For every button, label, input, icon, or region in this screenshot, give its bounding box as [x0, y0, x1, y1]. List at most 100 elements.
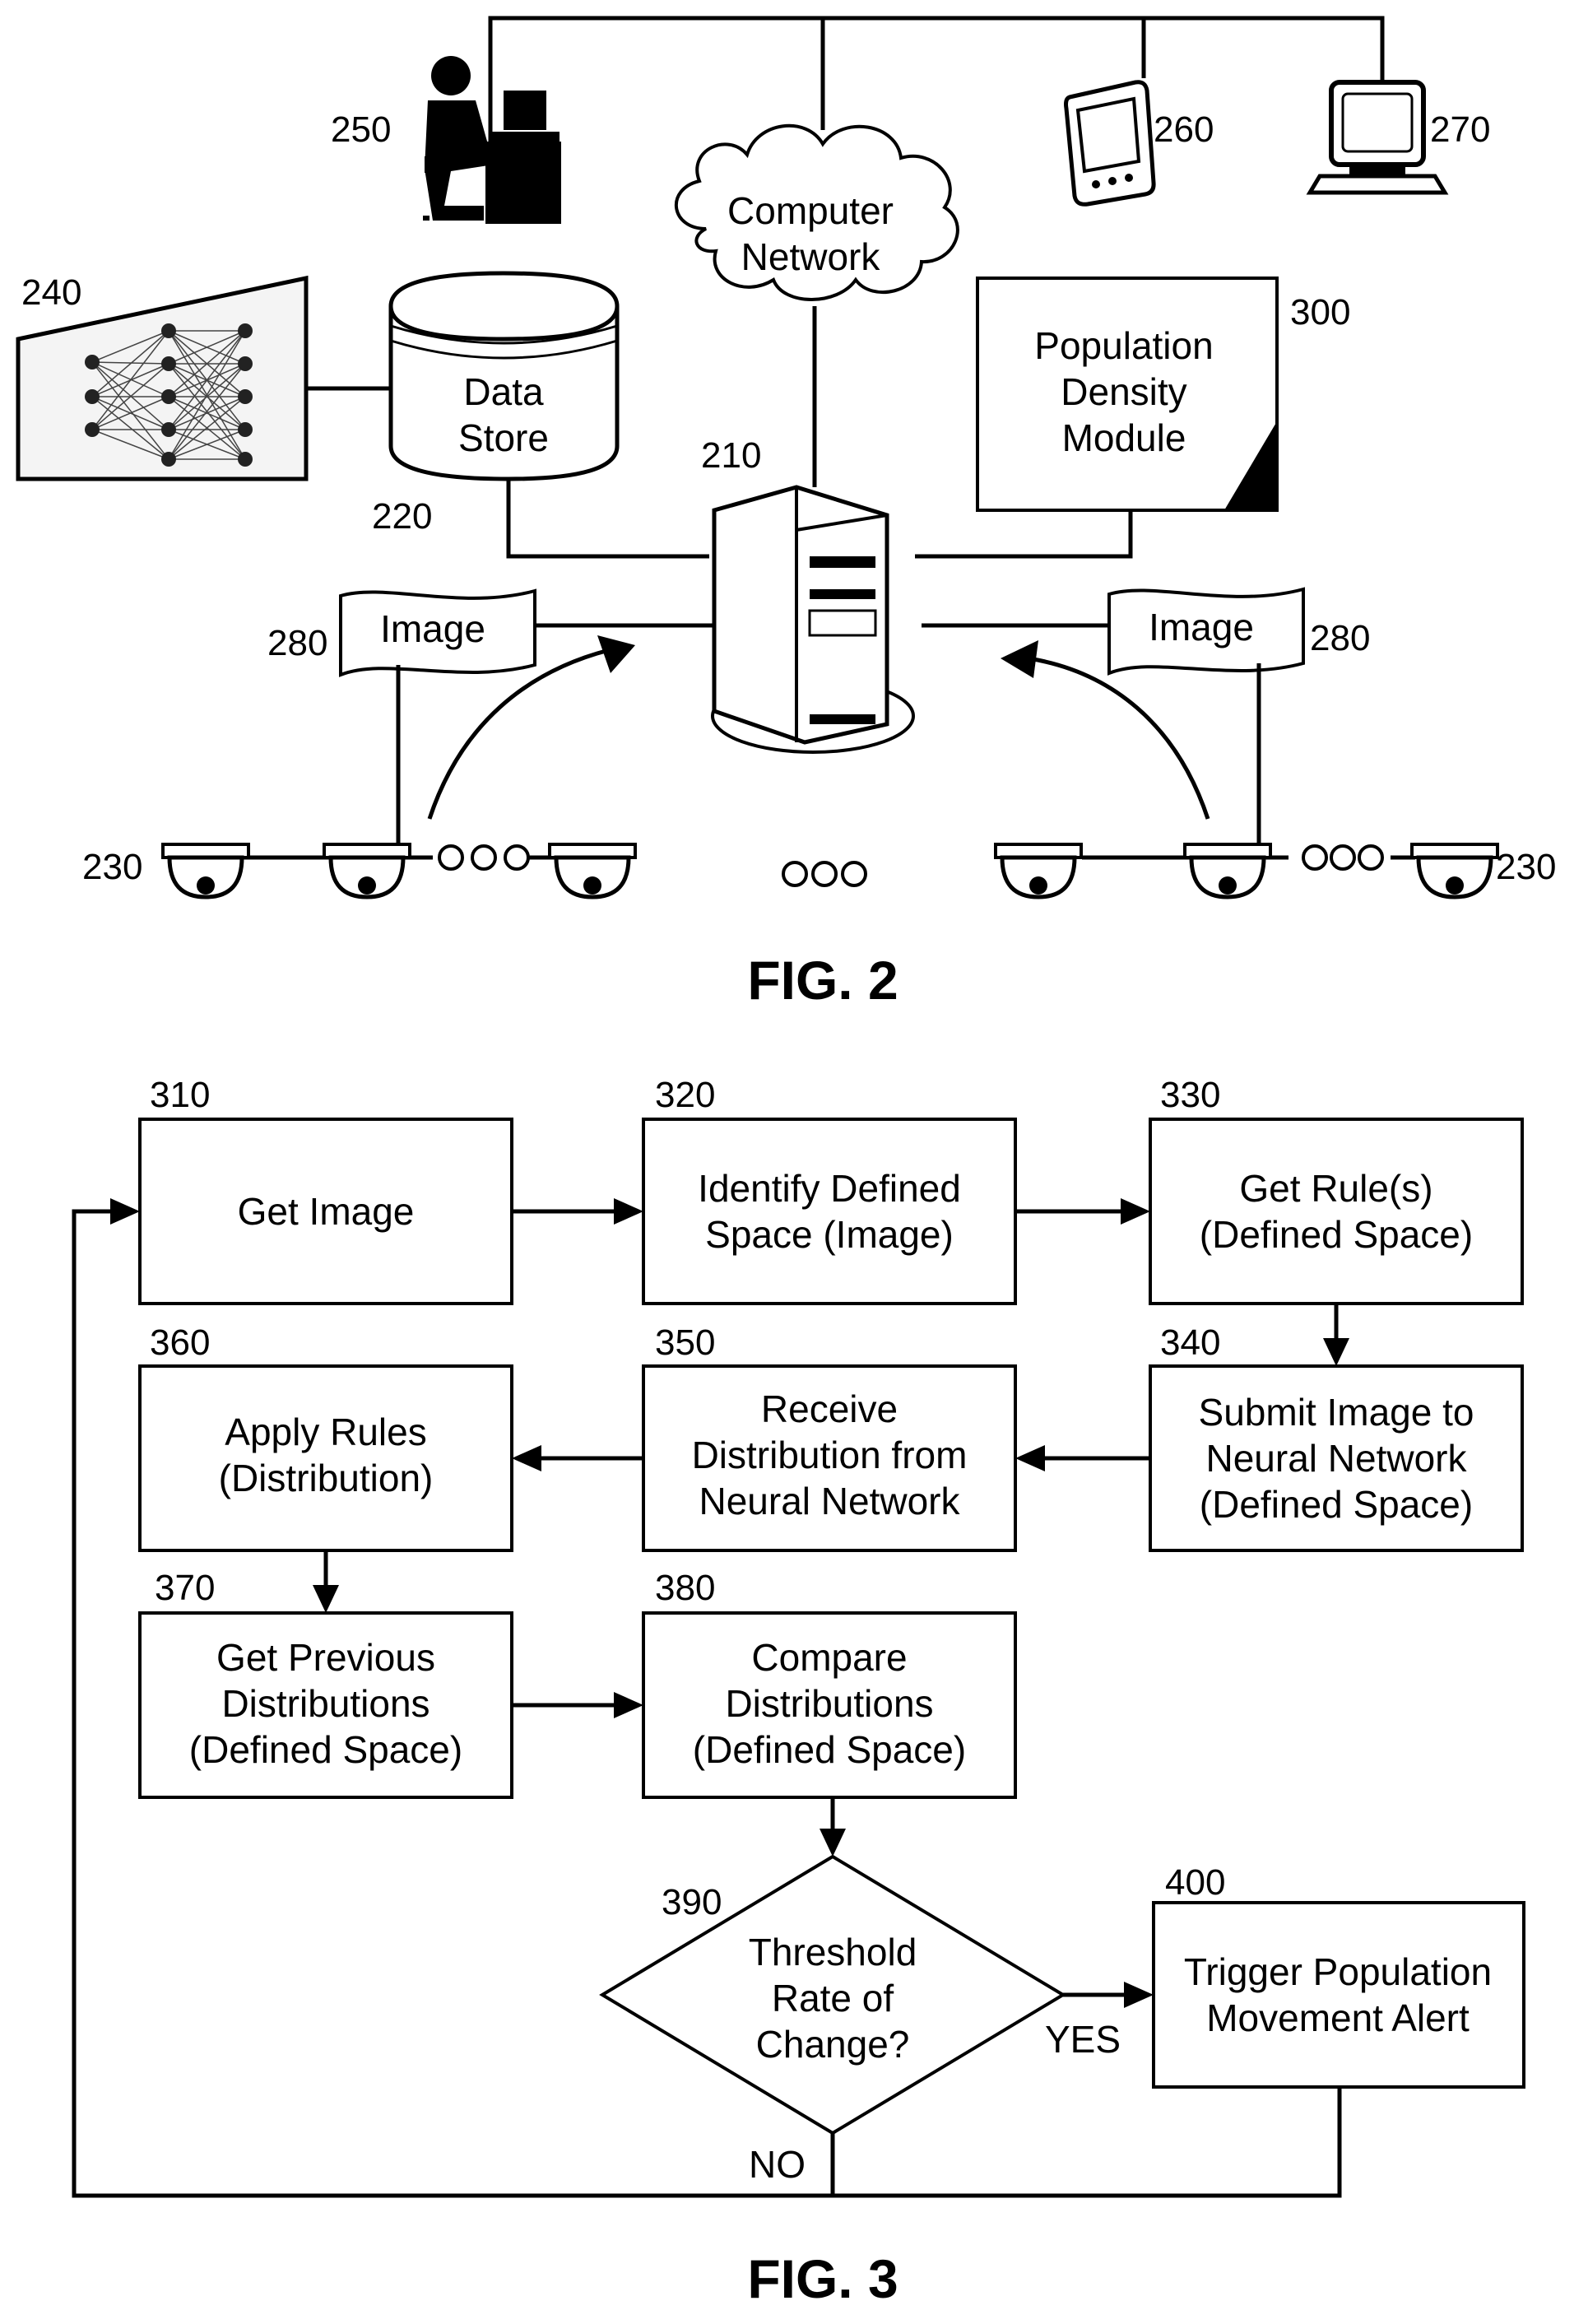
step-350-line-3: Neural Network	[699, 1480, 961, 1522]
device-bus-line	[488, 16, 1385, 148]
step-350-line-1: Receive	[761, 1387, 898, 1430]
step-370-line-2: Distributions	[221, 1682, 430, 1725]
upload-arrow-right	[1028, 656, 1210, 820]
step-400-line-2: Movement Alert	[1206, 1996, 1470, 2039]
ellipsis-dot	[811, 861, 838, 887]
image-flag-right	[1107, 587, 1305, 676]
step-400-ref: 400	[1165, 1862, 1225, 1903]
upload-arrow-left-head	[597, 635, 635, 673]
step-320-line-1: Identify Defined	[698, 1167, 961, 1210]
nn-node	[238, 452, 253, 467]
store-server-line	[506, 479, 709, 559]
ellipsis-dot	[1330, 844, 1356, 871]
ellipsis-dot	[504, 844, 530, 871]
neural-network-model-icon	[16, 275, 309, 481]
arrow-390-400-head	[1124, 1982, 1154, 2008]
step-400-line-1: Trigger Population	[1184, 1950, 1492, 1993]
module-server-line	[915, 510, 1133, 559]
nn-node	[161, 452, 176, 467]
ref-230-left: 230	[82, 847, 142, 887]
step-350-ref: 350	[655, 1322, 715, 1363]
decision-390-line-1: Threshold	[749, 1931, 917, 1973]
nn-node	[161, 389, 176, 404]
computer-network-cloud-icon	[675, 123, 959, 301]
arrow-330-340-head	[1323, 1338, 1349, 1366]
step-340-line-2: Neural Network	[1206, 1437, 1468, 1480]
decision-390-line-2: Rate of	[772, 1977, 894, 2020]
module-label-line-3: Module	[1062, 416, 1186, 459]
step-360-ref: 360	[150, 1322, 210, 1363]
ref-280-right: 280	[1310, 618, 1370, 658]
step-350-line-2: Distribution from	[692, 1434, 968, 1476]
fig2-caption: FIG. 2	[747, 950, 898, 1011]
arrow-380-390-head	[820, 1829, 846, 1857]
decision-390-ref: 390	[662, 1882, 722, 1922]
step-360-line-2: (Distribution)	[219, 1457, 434, 1499]
fig2-diagram: 250 260 270 Computer Network 240	[16, 16, 1556, 1011]
ref-280-left: 280	[267, 623, 327, 663]
step-310-ref: 310	[150, 1075, 210, 1115]
no-label: NO	[749, 2143, 806, 2186]
data-store-cylinder-icon	[388, 271, 620, 481]
upload-arrow-right-head	[1001, 640, 1038, 678]
step-360-box	[138, 1364, 513, 1552]
fig3-caption: FIG. 3	[747, 2248, 898, 2309]
ref-300: 300	[1290, 292, 1350, 332]
nn-node	[161, 356, 176, 371]
loop-back-arrow-head	[110, 1198, 140, 1225]
arrow-350-360-head	[512, 1445, 541, 1471]
module-label-line-2: Density	[1061, 370, 1186, 413]
step-400-box	[1152, 1901, 1525, 2089]
ref-230-right: 230	[1496, 847, 1556, 887]
data-store-label-line-2: Store	[458, 416, 549, 459]
ref-260: 260	[1154, 109, 1214, 150]
step-330-ref: 330	[1160, 1075, 1220, 1115]
arrow-370-380-head	[614, 1692, 643, 1718]
dome-camera-icon	[1410, 843, 1499, 899]
fig3-flowchart: 310 Get Image 320 Identify Defined Space…	[72, 1075, 1525, 2309]
step-370-line-1: Get Previous	[216, 1636, 435, 1679]
step-330-line-1: Get Rule(s)	[1239, 1167, 1432, 1210]
step-380-line-3: (Defined Space)	[693, 1728, 966, 1771]
loop-back-line	[72, 1209, 1342, 2198]
image-flag-left	[339, 588, 536, 677]
step-380-line-1: Compare	[751, 1636, 907, 1679]
step-370-ref: 370	[155, 1568, 215, 1608]
step-320-ref: 320	[655, 1075, 715, 1115]
nn-node	[238, 356, 253, 371]
module-label-line-1: Population	[1034, 324, 1213, 367]
network-label-line-1: Computer	[727, 189, 894, 232]
nn-node	[161, 323, 176, 338]
arrow-340-350-head	[1015, 1445, 1045, 1471]
ellipsis-dot	[1358, 844, 1384, 871]
decision-390-line-3: Change?	[756, 2023, 910, 2066]
data-store-label-line-1: Data	[463, 370, 544, 413]
server-icon	[711, 485, 915, 754]
step-320-line-2: Space (Image)	[705, 1213, 954, 1256]
step-320-box	[642, 1118, 1017, 1305]
ellipsis-dot	[841, 861, 867, 887]
ellipsis-dot	[471, 844, 497, 871]
step-380-ref: 380	[655, 1568, 715, 1608]
step-330-line-2: (Defined Space)	[1200, 1213, 1473, 1256]
dome-camera-icon	[994, 843, 1083, 899]
dome-camera-icon	[1183, 843, 1272, 899]
step-370-line-3: (Defined Space)	[189, 1728, 462, 1771]
image-label-left: Image	[380, 607, 485, 650]
ref-270: 270	[1430, 109, 1490, 150]
ref-210: 210	[701, 435, 761, 476]
step-380-line-2: Distributions	[725, 1682, 933, 1725]
image-label-right: Image	[1149, 606, 1254, 648]
step-340-line-3: (Defined Space)	[1200, 1483, 1473, 1526]
ellipsis-dot	[1302, 844, 1328, 871]
dome-camera-icon	[548, 843, 637, 899]
step-340-ref: 340	[1160, 1322, 1220, 1363]
ref-250: 250	[331, 109, 391, 150]
step-360-line-1: Apply Rules	[225, 1411, 426, 1453]
step-380-box	[642, 1611, 1017, 1799]
nn-node	[85, 422, 100, 437]
arrow-310-320-head	[614, 1198, 643, 1225]
upload-arrow-left	[427, 648, 610, 820]
dome-camera-icon	[323, 843, 411, 899]
